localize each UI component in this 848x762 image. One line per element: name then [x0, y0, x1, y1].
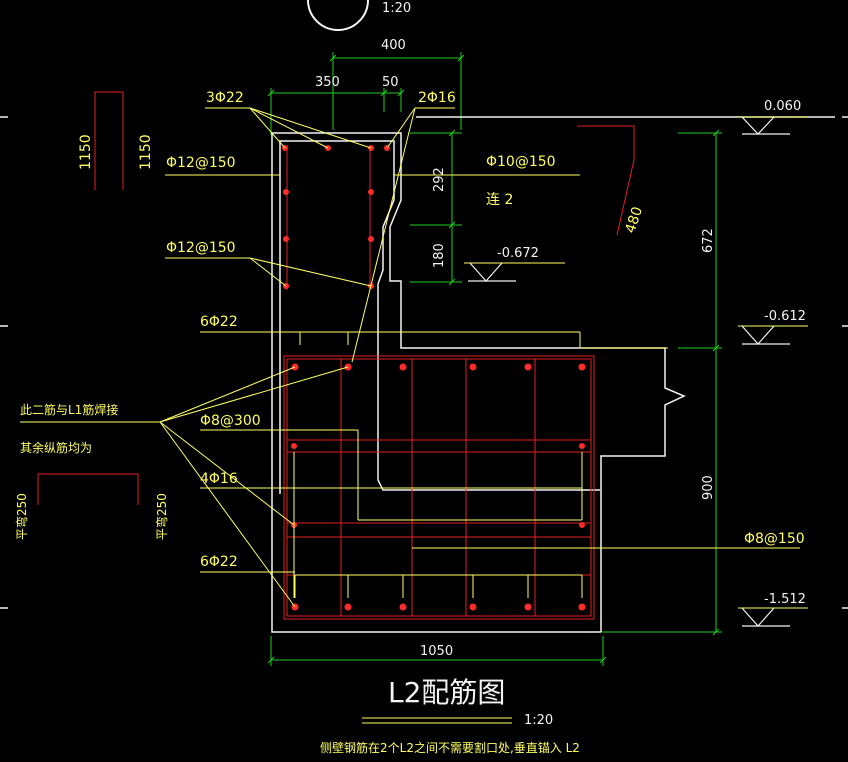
label-phi8-150: Φ8@150: [744, 531, 805, 547]
rebar-dots: [282, 145, 586, 611]
drawing-note: 侧壁钢筋在2个L2之间不需要割口处,垂直锚入 L2: [320, 740, 580, 755]
leader-lines: [20, 107, 808, 724]
elev-bottom: -1.512: [764, 592, 806, 607]
label-phi8-300: Φ8@300: [200, 413, 261, 429]
label-4phi16: 4Φ16: [200, 471, 238, 487]
elev-top: 0.060: [764, 99, 801, 114]
dimension-lines: [267, 52, 722, 666]
rebar-labels: 3Φ22 2Φ16 Φ12@150 Φ10@150 连 2 Φ12@150 6Φ…: [14, 90, 805, 570]
label-lian2: 连 2: [486, 192, 513, 208]
elevation-labels: 0.060 -0.672 -0.612 -1.512: [497, 99, 806, 607]
drawing-title: L2配筋图: [388, 676, 505, 709]
dimension-texts: 400 350 50 292 180 672 900 1050: [315, 38, 716, 659]
elev-mid-left: -0.672: [497, 246, 539, 261]
dim-1150-right: 1150: [138, 134, 154, 170]
label-2phi16: 2Φ16: [418, 90, 456, 106]
hook-right-label: 平弯250: [154, 493, 169, 540]
hook-left-label: 平弯250: [14, 493, 29, 540]
drawing-scale: 1:20: [524, 713, 553, 728]
weld-note-line1: 此二筋与L1筋焊接: [20, 402, 118, 417]
dim-350: 350: [315, 75, 340, 90]
dim-1050: 1050: [420, 644, 453, 659]
dim-672: 672: [701, 228, 716, 253]
label-6phi22-top: 6Φ22: [200, 314, 238, 330]
scale-top-label: 1:20: [382, 1, 411, 16]
rebar-cage: [37, 91, 635, 620]
beam-outline: [271, 116, 835, 633]
dim-400: 400: [381, 38, 406, 53]
label-3phi22: 3Φ22: [206, 90, 244, 106]
title-block: L2配筋图 1:20 侧壁钢筋在2个L2之间不需要割口处,垂直锚入 L2: [320, 676, 580, 755]
dim-292: 292: [432, 167, 447, 192]
dim-180: 180: [432, 243, 447, 268]
dim-480: 480: [623, 205, 646, 235]
weld-note-line2: 其余纵筋均为: [20, 440, 92, 455]
dim-50: 50: [382, 75, 399, 90]
label-phi12-150-top: Φ12@150: [166, 155, 236, 171]
label-6phi22-bottom: 6Φ22: [200, 554, 238, 570]
elev-mid-right: -0.612: [764, 309, 806, 324]
label-phi10-150: Φ10@150: [486, 154, 556, 170]
label-phi12-150-lower: Φ12@150: [166, 240, 236, 256]
edge-ticks: [0, 116, 848, 609]
dim-1150-left: 1150: [78, 134, 94, 170]
section-bubble: 1:20: [307, 0, 411, 31]
dim-900: 900: [701, 475, 716, 500]
elevation-markers: [468, 116, 790, 627]
